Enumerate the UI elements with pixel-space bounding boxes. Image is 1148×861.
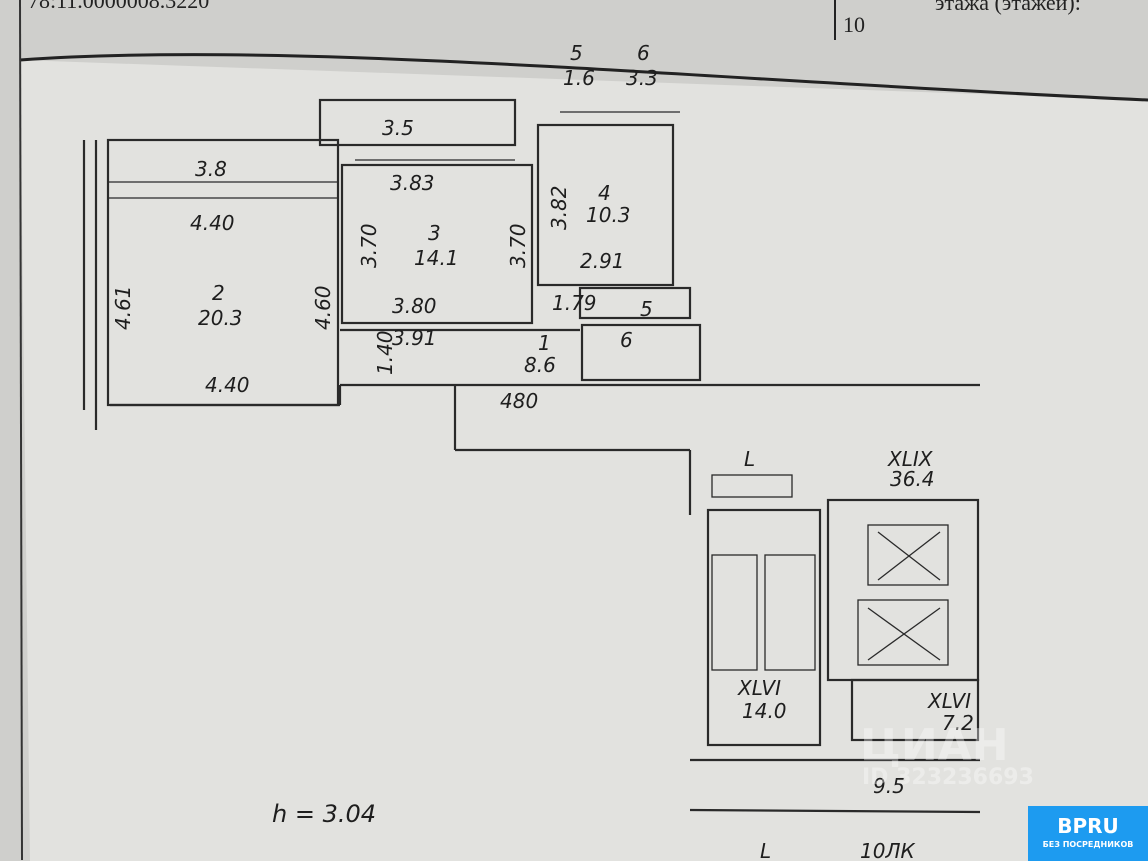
watermark-brand: ЦИАН — [860, 720, 1009, 771]
label-10lk: 10ЛК — [860, 839, 915, 861]
dim: 3.91 — [392, 326, 437, 350]
ceiling-height: h = 3.04 — [272, 800, 376, 828]
bpru-logo: BPRU — [1057, 814, 1119, 838]
room-6-marker: 6 — [620, 328, 633, 352]
room-5-number: 5 — [570, 41, 583, 65]
dimensions: 3.5 3.8 3.83 4.40 3.82 3.70 3.70 2.91 4.… — [111, 116, 625, 413]
apartment-walls — [82, 98, 980, 515]
watermark-id: ID 323236693 — [862, 765, 1034, 790]
dim: 3.80 — [392, 294, 437, 318]
dim: 1.40 — [373, 330, 397, 375]
room-2-number: 2 — [212, 281, 225, 305]
dim: 3.8 — [195, 157, 227, 181]
common-xlvi2-area: 7.2 — [942, 711, 974, 735]
room-1-area: 8.6 — [524, 353, 556, 377]
dim: 1.79 — [552, 291, 597, 315]
common-xlix-number: XLIX — [887, 447, 934, 471]
dim: 3.83 — [390, 171, 435, 195]
room-5-marker: 5 — [640, 297, 653, 321]
dim: 480 — [500, 389, 538, 413]
common-xlix-area: 36.4 — [890, 467, 935, 491]
floors-label: этажа (этажей): — [935, 0, 1081, 15]
room-4-number: 4 — [598, 181, 611, 205]
common-xlvi2-number: XLVI — [927, 689, 971, 713]
dim: 3.82 — [547, 185, 571, 230]
room-2-area: 20.3 — [198, 306, 243, 330]
dim: 4.60 — [311, 285, 335, 330]
dim: 2.91 — [580, 249, 625, 273]
room-4-area: 10.3 — [586, 203, 631, 227]
cadastral-number: 78:11.0000008.3220 — [28, 0, 209, 13]
bpru-subtitle: БЕЗ ПОСРЕДНИКОВ — [1042, 840, 1134, 849]
label-l: L — [744, 447, 755, 471]
dim: 4.61 — [111, 285, 135, 330]
common-xlvi-number: XLVI — [737, 676, 781, 700]
common-xlvi-area: 14.0 — [742, 699, 787, 723]
room-6-area: 3.3 — [626, 66, 658, 90]
dim: 4.40 — [190, 211, 235, 235]
room-1-number: 1 — [538, 331, 551, 355]
dim: 3.5 — [382, 116, 414, 140]
room-3-number: 3 — [428, 221, 441, 245]
stairwell — [689, 474, 981, 814]
paper — [20, 60, 1148, 861]
room-6-number: 6 — [637, 41, 650, 65]
room-3-area: 14.1 — [414, 246, 459, 270]
room-5-area: 1.6 — [563, 66, 595, 90]
header-line — [19, 53, 1148, 102]
dim: 4.40 — [205, 373, 250, 397]
label-l2: L — [760, 839, 771, 861]
bpru-badge: BPRU БЕЗ ПОСРЕДНИКОВ — [1028, 806, 1148, 861]
page-border — [19, 0, 23, 861]
floors-value: 10 — [843, 12, 865, 37]
label-area-9-5: 9.5 — [873, 774, 905, 798]
dim: 3.70 — [357, 223, 381, 268]
dim: 3.70 — [506, 223, 530, 268]
